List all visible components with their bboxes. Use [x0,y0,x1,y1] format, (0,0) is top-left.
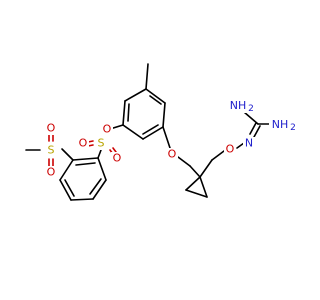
atom-labels: O S O O S O O O O N NH 2 NH 2 [44,99,297,179]
imine-nitrogen-label: N [245,137,253,150]
methylsulfonyl-oxygen-bottom-label: O [47,166,56,179]
methylsulfonyl-oxygen-top-label: O [47,122,56,135]
bonds [25,63,271,201]
ester-oxygen-label: O [103,123,112,136]
amino-right-subscript: 2 [290,123,296,133]
sulfonyl-sulfur-label: S [98,137,105,150]
methylsulfonyl-sulfur-label: S [48,144,55,157]
sulfonyl-oxygen-right-label: O [113,152,122,165]
sulfonyl-oxygen-left-label: O [79,137,88,150]
amino-top-label: NH [230,99,247,112]
molecule-structure: O S O O S O O O O N NH 2 NH 2 [25,63,297,201]
oxime-oxygen-label: O [226,143,235,156]
amino-right-label: NH [272,118,289,131]
ether-oxygen-label: O [168,148,177,161]
amino-top-subscript: 2 [248,104,254,114]
